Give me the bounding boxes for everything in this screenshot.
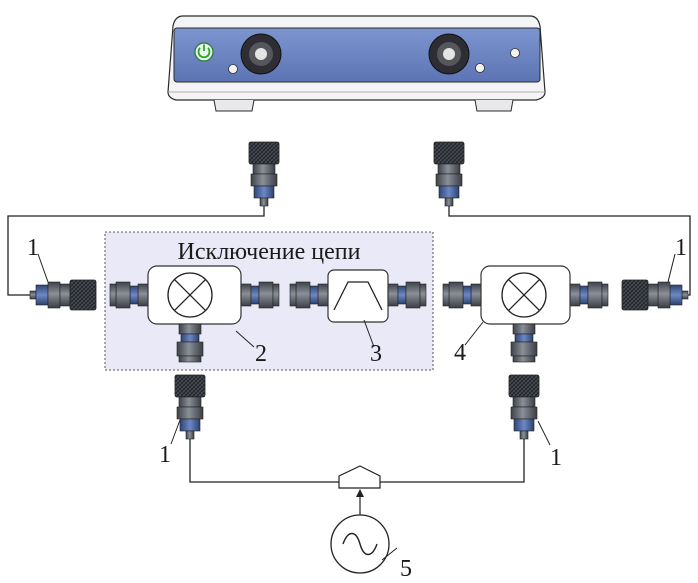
callout-tee-right: 4 (454, 340, 466, 366)
cable-port-2 (448, 206, 691, 296)
power-splitter (338, 465, 381, 489)
analyzer-port-2[interactable] (428, 33, 470, 75)
callout-adapter-right-top: 1 (675, 235, 687, 261)
power-button-icon[interactable] (194, 42, 214, 62)
analyzer-front-panel (173, 27, 541, 83)
bandpass-icon (333, 281, 383, 311)
bandpass-filter (289, 269, 427, 323)
cable-1-connector (248, 141, 280, 207)
tee-adapter-left (109, 265, 280, 363)
port-1-led-icon (228, 64, 238, 74)
region-title: Исключение цепи (178, 239, 361, 265)
status-led-icon (510, 48, 520, 58)
port-2-led-icon (475, 63, 485, 73)
source-cable (189, 439, 525, 483)
callout-source: 5 (400, 556, 412, 582)
callout-adapter-left-bottom: 1 (159, 442, 171, 468)
callout-tee-left: 2 (255, 341, 267, 367)
analyzer-port-1[interactable] (240, 33, 282, 75)
signal-source (330, 514, 390, 574)
adapter-right-top (621, 279, 689, 311)
callout-filter: 3 (370, 341, 382, 367)
callout-adapter-right-bottom: 1 (550, 445, 562, 471)
sine-wave-icon (342, 532, 378, 556)
cable-2-connector (433, 141, 465, 207)
cable-port-1 (7, 206, 265, 296)
adapter-left-top (29, 279, 97, 311)
adapter-left-bottom (174, 374, 206, 440)
tee-adapter-right (442, 265, 609, 363)
callout-adapter-left-top: 1 (27, 235, 39, 261)
adapter-right-bottom (508, 374, 540, 440)
network-analyzer (167, 15, 546, 112)
